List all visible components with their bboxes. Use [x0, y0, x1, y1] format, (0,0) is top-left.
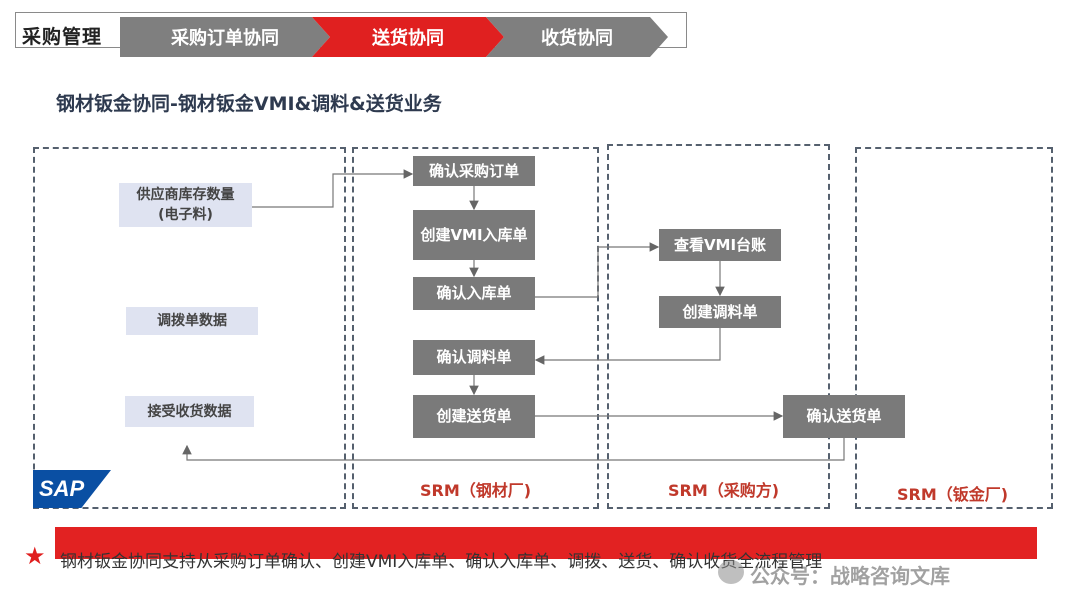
lane-label-buyer: SRM（采购方) — [668, 481, 780, 500]
step-receipt-collab[interactable]: 收货协同 — [486, 17, 668, 57]
lane-srm-buyer — [607, 144, 830, 509]
step-confirm-po: 确认采购订单 — [413, 156, 535, 186]
module-title: 采购管理 — [22, 26, 103, 48]
step-create-vmi-inbound: 创建VMI入库单 — [413, 210, 535, 260]
step-create-transfer: 创建调料单 — [659, 296, 781, 328]
lane-srm-sheet-metal — [855, 147, 1053, 509]
data-receipt: 接受收货数据 — [125, 396, 254, 427]
step-delivery-collab[interactable]: 送货协同 — [312, 17, 504, 57]
lane-srm-steel-mill — [352, 147, 599, 509]
step-purchase-order-collab[interactable]: 采购订单协同 — [120, 17, 330, 57]
lane-sap — [33, 147, 346, 509]
lane-label-steel: SRM（钢材厂) — [420, 481, 532, 500]
step-view-vmi-ledger: 查看VMI台账 — [659, 229, 781, 261]
step-confirm-inbound: 确认入库单 — [413, 277, 535, 310]
page-title: 钢材钣金协同-钢材钣金VMI&调料&送货业务 — [56, 93, 442, 115]
connector-confirm-delivery-to-receipt — [182, 438, 845, 461]
summary-text: 钢材钣金协同支持从采购订单确认、创建VMI入库单、确认入库单、调拨、送货、确认收… — [60, 552, 823, 572]
summary-banner — [55, 527, 1037, 559]
data-transfer-order: 调拨单数据 — [126, 307, 258, 335]
connector-stock-to-confirm-po — [252, 169, 414, 208]
connector-transfer-to-confirm-transfer — [534, 328, 721, 365]
lane-label-sheet: SRM（钣金厂) — [897, 485, 1009, 504]
connector-inbound-to-view-vmi — [535, 242, 660, 298]
step-confirm-delivery: 确认送货单 — [783, 395, 905, 438]
watermark: 公众号：战略咨询文库 — [750, 564, 950, 588]
data-supplier-stock: 供应商库存数量 (电子料) — [119, 183, 252, 227]
wechat-icon — [718, 560, 744, 584]
step-create-delivery: 创建送货单 — [413, 395, 535, 438]
star-icon: ★ — [24, 542, 46, 570]
step-confirm-transfer: 确认调料单 — [413, 340, 535, 375]
